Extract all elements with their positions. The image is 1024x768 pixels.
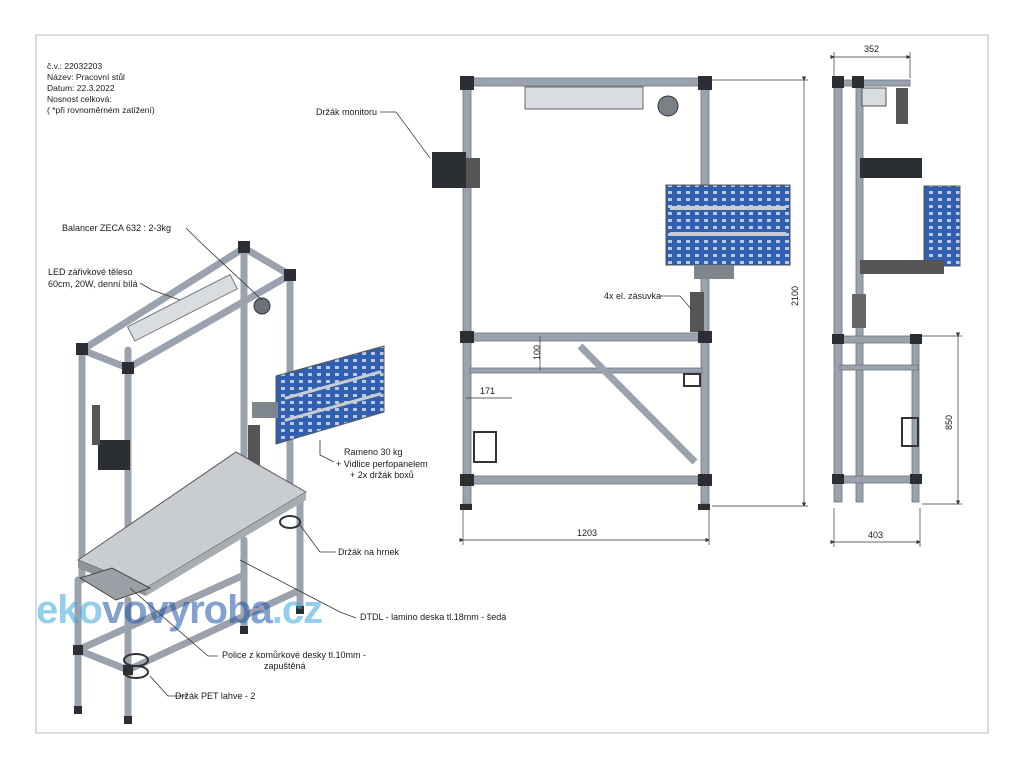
dim-depth-bottom: 403 [868,530,884,540]
watermark-logo: ekovovyroba.cz [36,588,323,632]
label-arm-3: + 2x držák boxů [350,470,414,480]
front-led-lamp [524,86,644,110]
label-monitor: Držák monitoru [316,107,378,117]
perfo-panel [275,345,385,445]
front-sockets [690,292,704,332]
label-led-2: 60cm, 20W, denní bílá [48,279,138,289]
label-bottle: Držák PET lahve - 2 [175,691,256,701]
doc-capacity: Nosnost celková: [47,94,112,104]
shelf [78,567,152,601]
mug-holder [279,515,301,529]
front-view [432,76,791,510]
doc-date: Datum: 22.3.2022 [47,83,115,93]
monitor-bracket [98,440,130,470]
label-sockets: 4x el. zásuvka [604,291,662,301]
label-balancer: Balancer ZECA 632 : 2-3kg [62,223,172,233]
label-led-1: LED zářivkové těleso [48,267,133,277]
side-perfo-panel [923,185,961,267]
front-balancer [657,95,679,117]
socket-strip [248,425,260,465]
led-lamp [126,273,238,342]
dim-offset-100: 100 [532,344,542,360]
label-mug-holder: Držák na hrnek [338,547,400,557]
dim-desk-height: 850 [944,414,954,430]
sheet-border [35,34,989,734]
dim-height-total: 2100 [790,285,800,306]
front-monitor-bracket [432,152,466,188]
doc-name: Název: Pracovní stůl [47,72,125,82]
isometric-view [73,241,385,724]
doc-number: č.v.: 22032203 [47,61,103,71]
label-desk: DTDL - lamino deska tl.18mm - šedá [360,612,507,622]
label-shelf-2: zapuštěná [264,661,306,671]
front-perfo-panel [665,184,791,266]
balancer [253,297,271,315]
label-arm-2: + Vidlice perfopanelem [336,459,428,469]
side-view [832,76,961,503]
dim-offset-171: 171 [480,386,496,396]
label-shelf-1: Police z komůrkové desky tl.10mm - [222,650,367,660]
label-arm-1: Rameno 30 kg [344,447,403,457]
dim-depth-top: 352 [864,44,880,54]
dim-width: 1203 [577,528,598,538]
doc-note: ( *při rovnoměrném zatížení) [47,105,155,115]
